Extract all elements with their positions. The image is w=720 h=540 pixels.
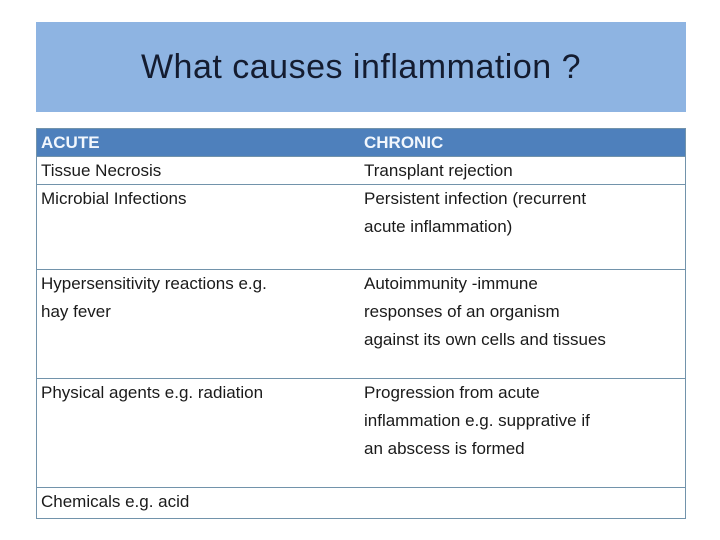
cell-acute: Microbial Infections — [41, 189, 187, 208]
slide-title: What causes inflammation ? — [140, 47, 582, 86]
table-header-row: ACUTE CHRONIC — [37, 129, 685, 156]
cell-acute: Physical agents e.g. radiation — [41, 383, 264, 402]
cell-chronic: Autoimmunity -immune responses of an org… — [364, 274, 606, 349]
table-row: Hypersensitivity reactions e.g. hay feve… — [37, 269, 685, 378]
title-banner: What causes inflammation ? — [36, 22, 686, 112]
table-row: Physical agents e.g. radiation Progressi… — [37, 378, 685, 487]
header-cell-acute: ACUTE — [41, 133, 100, 152]
cell-chronic — [359, 488, 685, 518]
cell-chronic: Transplant rejection — [364, 161, 513, 180]
cell-acute: Hypersensitivity reactions e.g. hay feve… — [41, 274, 267, 321]
cell-acute: Chemicals e.g. acid — [41, 492, 190, 511]
table-row: Microbial Infections Persistent infectio… — [37, 184, 685, 269]
cell-chronic: Progression from acute inflammation e.g.… — [364, 383, 590, 458]
cell-chronic: Persistent infection (recurrent acute in… — [364, 189, 587, 236]
causes-table: ACUTE CHRONIC Tissue Necrosis Transplant… — [36, 128, 686, 519]
table-row: Chemicals e.g. acid — [37, 487, 685, 518]
table-row: Tissue Necrosis Transplant rejection — [37, 156, 685, 184]
header-cell-chronic: CHRONIC — [364, 133, 444, 152]
cell-acute: Tissue Necrosis — [41, 161, 162, 180]
